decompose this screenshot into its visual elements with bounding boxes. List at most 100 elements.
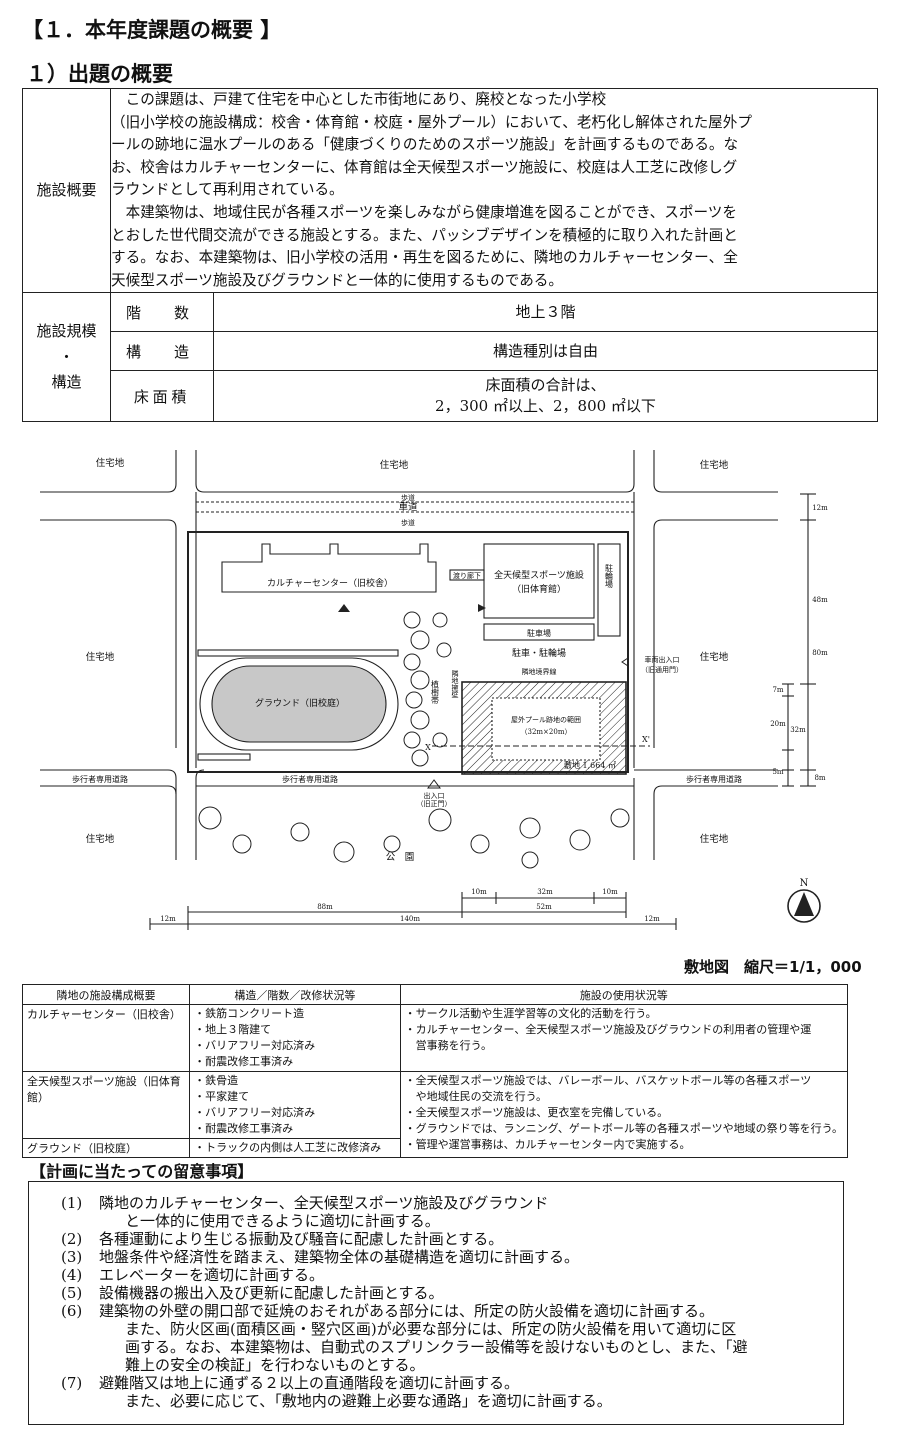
sports-facility-label: 全天候型スポーツ施設 [494, 569, 584, 581]
note-item: (3) 地盤条件や経済性を踏まえ、建築物全体の基礎構造を適切に計画する。 [61, 1248, 579, 1266]
note-text: 隣地のカルチャーセンター、全天候型スポーツ施設及びグラウンド [99, 1194, 549, 1212]
note-item: (5)設備機器の搬出入及び更新に配慮した計画とする。 [61, 1284, 444, 1302]
facilities-table: 隣地の施設構成概要 構造／階数／改修状況等 施設の使用状況等 カルチャーセンター… [21, 984, 849, 1158]
sports-facility-sub-label: （旧体育館） [512, 583, 566, 595]
facility-structure: ・鉄筋コンクリート造 ・地上３階建て ・バリアフリー対応済み ・耐震改修工事済み [189, 1004, 401, 1072]
entrance-sub-label: （旧正門） [417, 800, 452, 808]
sidewalk-label: 歩道 [401, 493, 415, 502]
floor-area-line1: 床面積の合計は、 [485, 376, 606, 395]
scale-label-dot: ・ [58, 347, 74, 366]
floor-area-value: 床面積の合計は、 2，300 ㎡以上、2，800 ㎡以下 [213, 370, 878, 423]
facility-usage: ・全天候型スポーツ施設では、バレーボール、バスケットボール等の各種スポーツ や地… [399, 1071, 849, 1158]
usage-item: や地域住民の交流を行う。 [415, 1090, 547, 1103]
scale-structure-label: 施設規模 ・ 構造 [22, 292, 111, 423]
note-continuation: と一体的に使用できるように適切に計画する。 [125, 1212, 440, 1230]
structure-item: ・耐震改修工事済み [194, 1122, 294, 1135]
bicycle-parking-label: 駐輪場 [605, 563, 614, 589]
sidewalk-label: 歩道 [401, 518, 415, 527]
section-heading: 【１．本年度課題の概要 】 [22, 18, 282, 42]
structure-item: ・バリアフリー対応済み [194, 1039, 316, 1052]
residential-label: 住宅地 [86, 651, 115, 663]
facility-description: この課題は、戸建て住宅を中心とした市街地にあり、廃校となった小学校 （旧小学校の… [110, 87, 878, 294]
structure-item: ・バリアフリー対応済み [194, 1106, 316, 1119]
note-text: 設備機器の搬出入及び更新に配慮した計画とする。 [99, 1284, 444, 1302]
usage-item: ・全天候型スポーツ施設では、バレーボール、バスケットボール等の各種スポーツ [404, 1074, 812, 1087]
note-item: (7)避難階又は地上に通ずる２以上の直通階段を適切に計画する。 [61, 1374, 519, 1392]
facility-name: グラウンド（旧校庭） [21, 1138, 191, 1158]
setback-label: 隣地擁壁 [451, 669, 459, 698]
note-text: 建築物の外壁の開口部で延焼のおそれがある部分には、所定の防火設備を適切に計画する… [99, 1302, 715, 1320]
note-text: 各種運動により生じる振動及び騒音に配慮した計画とする。 [99, 1230, 504, 1248]
residential-label: 住宅地 [86, 833, 115, 845]
residential-label: 住宅地 [380, 459, 409, 471]
section-x-label: X [425, 743, 431, 752]
subsection-heading: １）出題の概要 [26, 62, 173, 86]
vehicle-entrance-sub-label: （旧通用門） [641, 665, 683, 674]
parking-label: 駐車場 [527, 628, 551, 638]
desc-line: この課題は、戸建て住宅を中心とした市街地にあり、廃校となった小学校 [125, 91, 607, 108]
dim-right: 7m [772, 686, 783, 694]
col-header: 施設の使用状況等 [399, 984, 849, 1005]
notes-box: (1)隣地のカルチャーセンター、全天候型スポーツ施設及びグラウンド と一体的に使… [28, 1181, 844, 1425]
usage-item: ・グラウンドでは、ランニング、ゲートボール等の各種スポーツや地域の祭り等を行う。 [404, 1122, 843, 1135]
culture-center-label: カルチャーセンター（旧校舎） [267, 577, 393, 589]
ground-label: グラウンド（旧校庭） [255, 697, 345, 709]
residential-label: 住宅地 [700, 833, 729, 845]
desc-line: ラウンドとして再利用されている。 [111, 181, 344, 199]
planting-label: 植樹帯 [431, 679, 440, 705]
usage-item: ・全天候型スポーツ施設は、更衣室を完備している。 [404, 1106, 669, 1119]
note-continuation: また、必要に応じて、「敷地内の避難上必要な通路」を適切に計画する。 [125, 1392, 612, 1410]
usage-item: 営事務を行う。 [415, 1039, 492, 1052]
entrance-marker-icon [338, 604, 350, 612]
north-label: N [800, 878, 809, 889]
dim-bottom: 88m [317, 903, 333, 911]
dim-right: 80m [812, 649, 828, 657]
facility-structure: ・トラックの内側は人工芝に改修済み [189, 1138, 401, 1158]
note-number: (4) [61, 1266, 83, 1284]
vehicle-entrance-label: 車両出入口 [645, 655, 680, 664]
desc-line: する。なお、本建築物は、旧小学校の活用・再生を図るために、隣地のカルチャーセンタ… [111, 249, 738, 267]
floors-value: 地上３階 [213, 292, 878, 333]
desc-line: とおした世代間交流ができる施設とする。また、パッシブデザインを積極的に取り入れた… [111, 226, 738, 244]
dim-bottom: 12m [644, 915, 660, 923]
desc-line: 天候型スポーツ施設及びグラウンドと一体的に使用するものである。 [111, 271, 563, 289]
structure-item: ・鉄骨造 [194, 1074, 239, 1087]
overview-table: 施設概要 この課題は、戸建て住宅を中心とした市街地にあり、廃校となった小学校 （… [22, 87, 878, 423]
note-text: 地盤条件や経済性を踏まえ、建築物全体の基礎構造を適切に計画する。 [99, 1248, 580, 1266]
structure-label: 構造 [51, 373, 82, 392]
pool-range-sub-label: （32m×20m） [521, 728, 572, 736]
facility-usage: ・サークル活動や生涯学習等の文化的活動を行う。 ・カルチャーセンター、全天候型ス… [399, 1004, 849, 1072]
note-text: 避難階又は地上に通ずる２以上の直通階段を適切に計画する。 [99, 1374, 520, 1392]
dim-bottom: 10m [471, 888, 487, 896]
dim-bottom: 10m [602, 888, 618, 896]
note-number: (6) [61, 1302, 83, 1320]
residential-label: 住宅地 [700, 459, 729, 471]
note-continuation: また、防火区画(面積区画・竪穴区画)が必要な部分には、所定の防火設備を用いて適切… [125, 1320, 737, 1338]
scale-label: 施設規模 [36, 322, 97, 341]
dim-right: 32m [790, 726, 806, 734]
structure-item: ・トラックの内側は人工芝に改修済み [194, 1141, 382, 1154]
table-row: 全天候型スポーツ施設（旧体育館） ・鉄骨造 ・平家建て ・バリアフリー対応済み … [21, 1071, 849, 1158]
note-item: (2)各種運動により生じる振動及び騒音に配慮した計画とする。 [61, 1230, 503, 1248]
col-header: 構造／階数／改修状況等 [189, 984, 401, 1005]
structure-item: ・地上３階建て [194, 1023, 272, 1036]
note-continuation: 画する。なお、本建築物は、自動式のスプリンクラー設備等を設けないものとし、また、… [125, 1338, 748, 1356]
usage-item: ・サークル活動や生涯学習等の文化的活動を行う。 [404, 1007, 657, 1020]
note-number: (3) [61, 1248, 83, 1266]
dim-right: 12m [812, 504, 828, 512]
pedestrian-road-label: 歩行者専用道路 [282, 774, 338, 784]
dim-right: 8m [814, 774, 825, 782]
entrance-label: 出入口 [424, 791, 445, 800]
corridor-label: 渡り廊下 [453, 571, 481, 580]
structure-value: 構造種別は自由 [213, 331, 878, 372]
note-item: (4)エレベーターを適切に計画する。 [61, 1266, 324, 1284]
usage-item: ・管理や運営事務は、カルチャーセンター内で実施する。 [404, 1138, 691, 1151]
pedestrian-road-label: 歩行者専用道路 [72, 774, 128, 784]
structure-item: ・平家建て [194, 1090, 250, 1103]
dim-bottom: 140m [400, 915, 420, 923]
section-x-prime-label: X' [642, 735, 650, 744]
dim-right: 48m [812, 596, 828, 604]
structure-item: ・耐震改修工事済み [194, 1055, 294, 1068]
scale-caption: 敷地図 縮尺＝1/1，000 [684, 958, 862, 976]
dim-right: 20m [770, 720, 786, 728]
